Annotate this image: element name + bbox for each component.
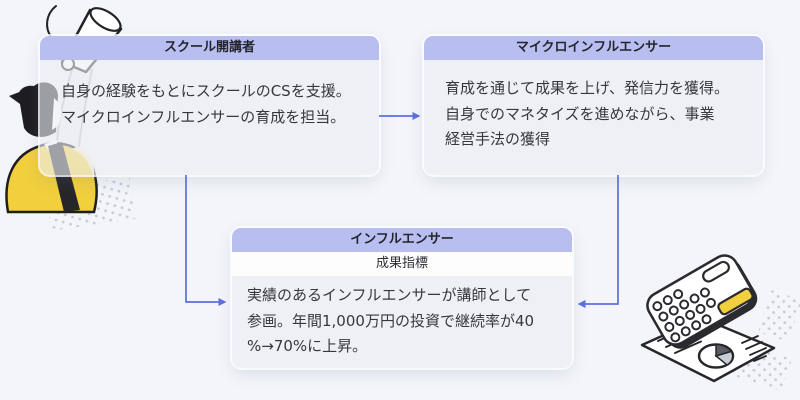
card-body: 実績のあるインフルエンサーが講師として 参画。年間1,000万円の投資で継続率が… (232, 276, 572, 368)
card-title: インフルエンサー (232, 228, 572, 252)
card-body: 自身の経験をもとにスクールのCSを支援。 マイクロインフルエンサーの育成を担当。 (40, 60, 379, 175)
calculator-report-illustration (640, 254, 800, 392)
arrow-school-to-influencer (185, 175, 227, 306)
halftone-dots-right-top (757, 290, 800, 342)
card-school-operator: スクール開講者 自身の経験をもとにスクールのCSを支援。 マイクロインフルエンサ… (40, 36, 379, 175)
card-micro-influencer: マイクロインフルエンサー 育成を通じて成果を上げ、発信力を獲得。 自身でのマネタ… (424, 36, 763, 175)
card-influencer: インフルエンサー 成果指標 実績のあるインフルエンサーが講師として 参画。年間1… (232, 228, 572, 368)
card-body: 育成を通じて成果を上げ、発信力を獲得。 自身でのマネタイズを進めながら、事業 経… (424, 60, 763, 175)
card-title: スクール開講者 (40, 36, 379, 60)
card-subtitle-kpi: 成果指標 (232, 252, 572, 276)
card-title: マイクロインフルエンサー (424, 36, 763, 60)
calculator-icon (646, 254, 758, 349)
arrow-micro-to-influencer (577, 175, 619, 308)
